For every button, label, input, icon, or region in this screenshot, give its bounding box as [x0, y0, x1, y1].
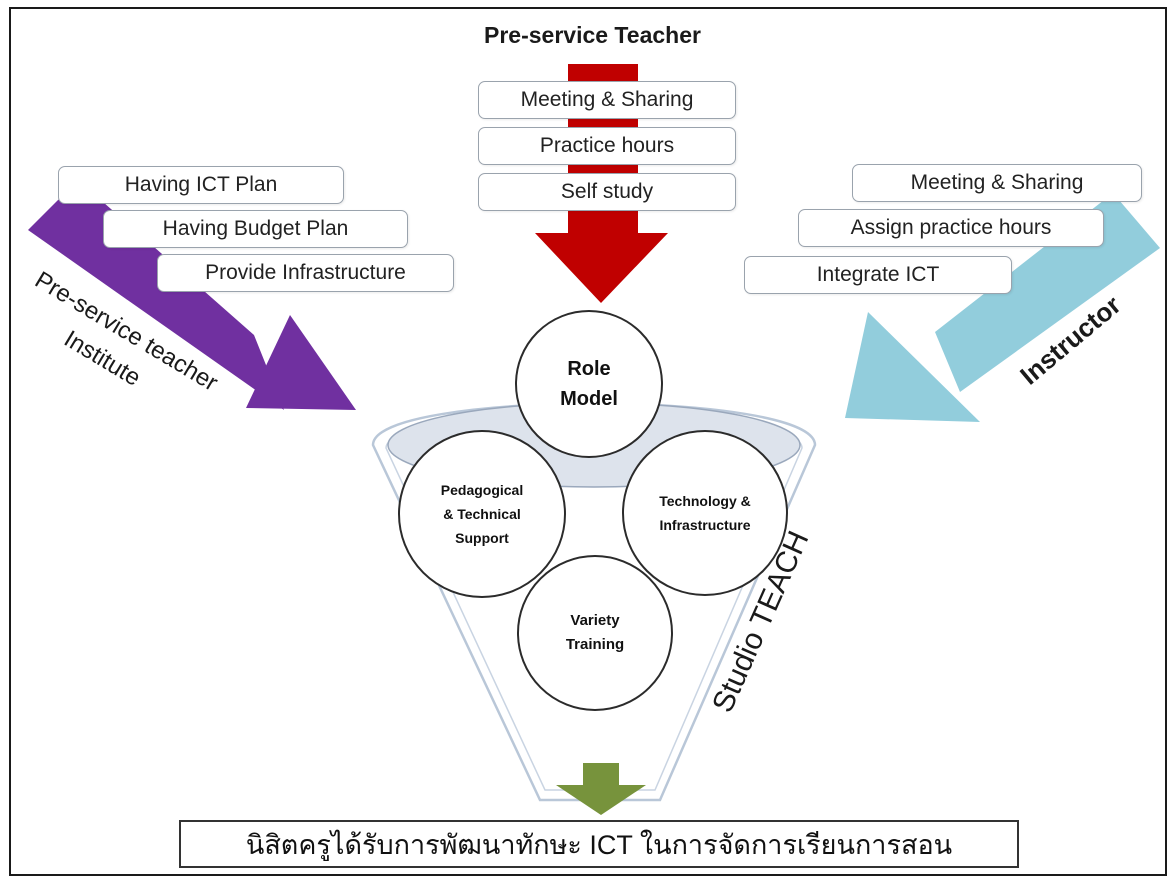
- variety-training-circle: Variety Training: [517, 555, 673, 711]
- training-line1: Variety: [570, 612, 620, 629]
- technology-infrastructure-circle: Technology & Infrastructure: [622, 430, 788, 596]
- institute-arrow-head: [246, 315, 356, 410]
- pedagogical-line3: Support: [455, 530, 509, 546]
- instructor-arrow: [935, 193, 1160, 392]
- teacher-item-self-study: Self study: [478, 173, 736, 211]
- role-model-line2: Model: [560, 388, 618, 410]
- output-arrow: [556, 763, 646, 815]
- teacher-item-practice-hours: Practice hours: [478, 127, 736, 165]
- pedagogical-line1: Pedagogical: [440, 482, 524, 498]
- result-box: นิสิตครูได้รับการพัฒนาทักษะ ICT ในการจัด…: [179, 820, 1019, 868]
- training-line2: Training: [565, 636, 625, 653]
- instructor-item-integrate-ict: Integrate ICT: [744, 256, 1012, 294]
- instructor-arrow-head: [845, 312, 980, 422]
- pedagogical-line2: & Technical: [443, 506, 521, 522]
- role-model-circle: Role Model: [515, 310, 663, 458]
- technology-line1: Technology &: [659, 493, 751, 509]
- instructor-item-meeting-sharing: Meeting & Sharing: [852, 164, 1142, 202]
- institute-item-budget-plan: Having Budget Plan: [103, 210, 408, 248]
- technology-line2: Infrastructure: [659, 517, 751, 533]
- institute-item-infrastructure: Provide Infrastructure: [157, 254, 454, 292]
- institute-item-ict-plan: Having ICT Plan: [58, 166, 344, 204]
- institute-arrow: [28, 180, 284, 410]
- pedagogical-support-circle: Pedagogical & Technical Support: [398, 430, 566, 598]
- teacher-item-meeting-sharing: Meeting & Sharing: [478, 81, 736, 119]
- instructor-item-assign-hours: Assign practice hours: [798, 209, 1104, 247]
- role-model-line1: Role: [567, 358, 611, 380]
- preservice-teacher-title: Pre-service Teacher: [484, 22, 701, 48]
